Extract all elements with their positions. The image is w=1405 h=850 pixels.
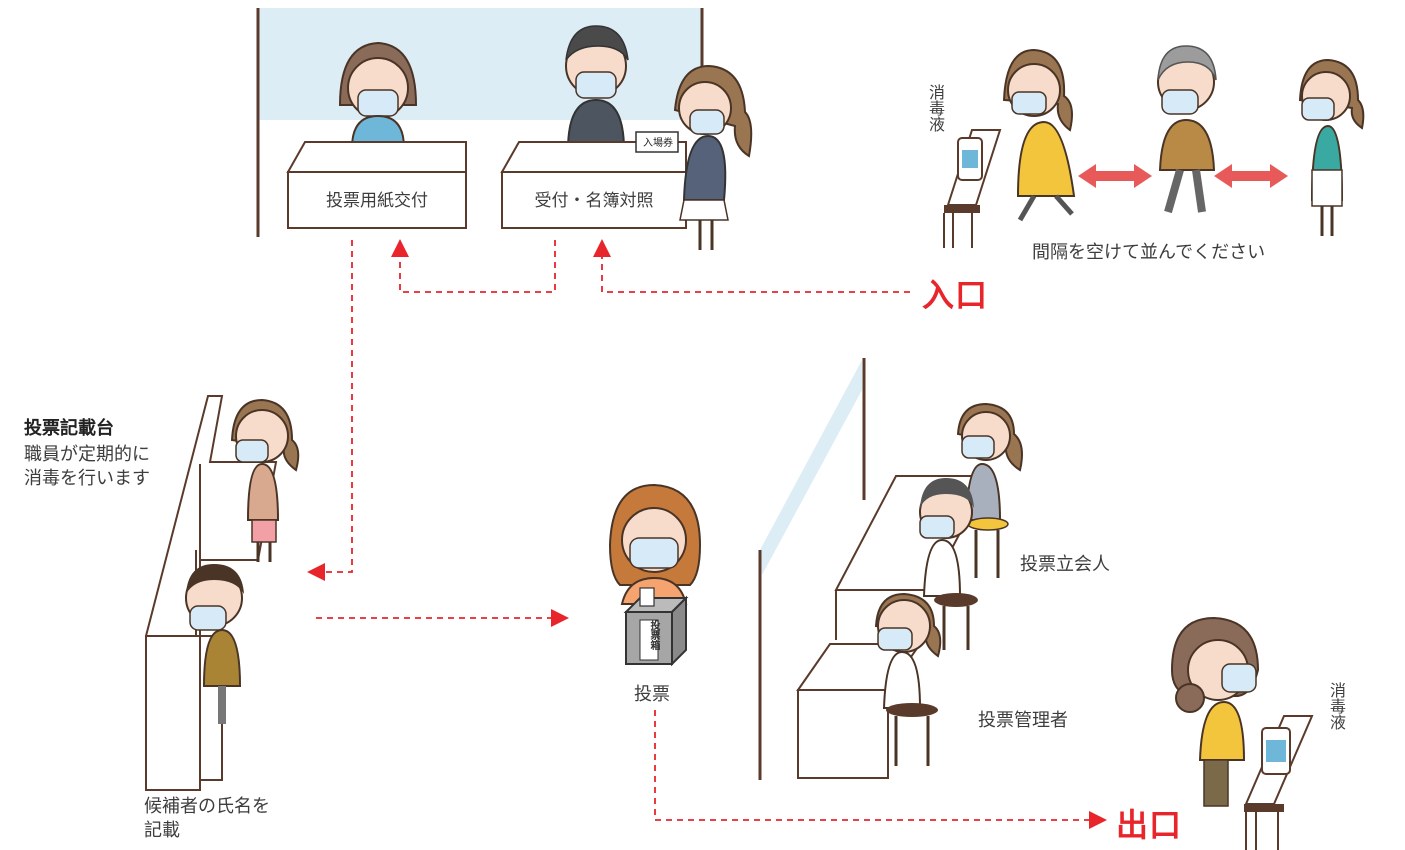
desk-reception [500,141,687,229]
admission-ticket-label: 入場券 [643,138,673,149]
writing-caption-line2: 記載 [144,820,180,841]
desk-ballot-issue [286,141,467,229]
queue-person-1 [1002,48,1076,222]
queue-person-2 [1157,45,1217,214]
ballot-box [623,587,689,667]
officials-area [758,358,866,780]
witness-label: 投票立会人 [1020,554,1110,575]
writing-station-title: 投票記載台 [24,418,114,439]
exit-label: 出口 [1116,806,1183,844]
official-manager [874,592,942,717]
writing-station-note-line2: 消毒を行います [24,468,150,489]
queue-person-3 [1298,58,1365,236]
writing-caption-line1: 候補者の氏名を [144,796,270,817]
exit-disinfectant-label: 消毒液 [1327,682,1346,730]
official-witness-2 [919,478,978,607]
writing-station [145,395,278,791]
desk-reception-label: 受付・名簿対照 [534,191,654,211]
ballot-box-label: 投票箱 [648,620,659,650]
official-stools [894,530,1000,766]
staff-ballot-issue [338,41,418,149]
voter-at-reception [635,64,753,250]
staff-reception [565,25,629,151]
reception-area [256,8,704,237]
flow-arrows [307,239,1107,829]
queue-spacing-note: 間隔を空けて並んでください [1032,242,1266,263]
entrance-disinfectant-label: 消毒液 [926,84,945,132]
writing-station-voter-bottom [185,564,244,724]
official-witness-1 [956,402,1023,531]
writing-station-voter-top [230,398,300,562]
desk-ballot-issue-label: 投票用紙交付 [326,191,428,211]
queue-arrow-1 [1078,164,1152,188]
writing-station-note-line1: 職員が定期的に [24,444,150,465]
manager-label: 投票管理者 [978,710,1068,731]
ballot-voter [608,483,702,605]
entrance-disinfectant-station [943,129,1002,248]
ballot-label: 投票 [634,684,670,705]
queue-arrow-2 [1214,164,1288,188]
entrance-label: 入口 [922,276,989,314]
exit-staff [1170,616,1260,807]
exit-disinfectant-station [1244,715,1314,850]
